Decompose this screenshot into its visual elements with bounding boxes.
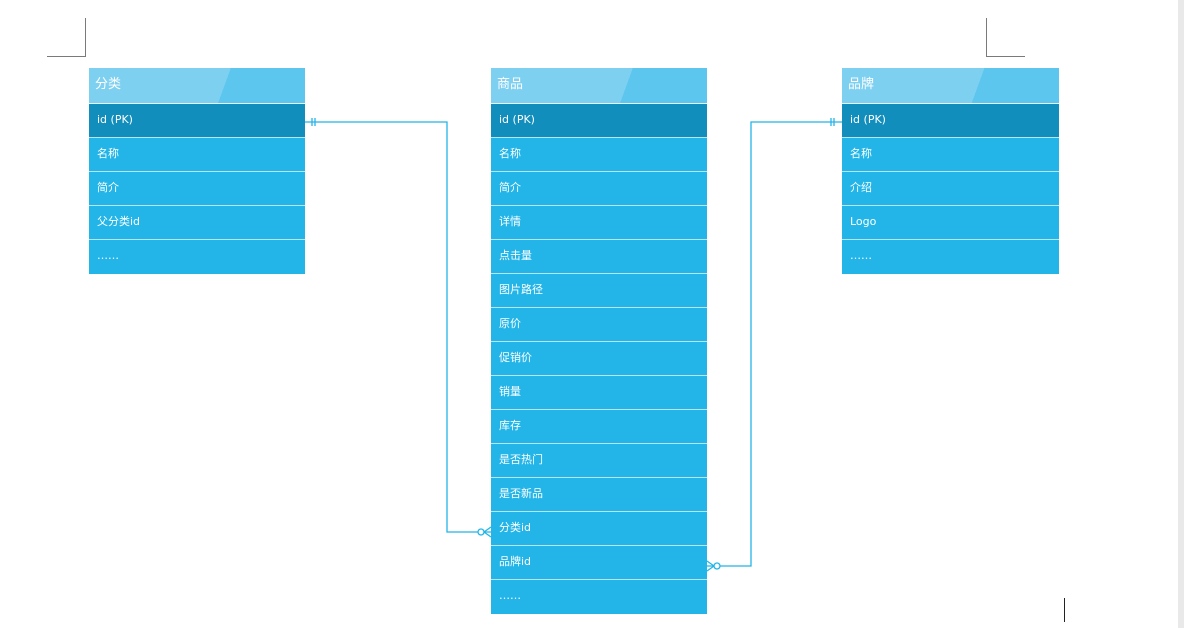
primary-key-field: id (PK) <box>89 104 305 138</box>
primary-key-field: id (PK) <box>842 104 1059 138</box>
entity-field: 是否热门 <box>491 444 707 478</box>
entity-field: 是否新品 <box>491 478 707 512</box>
entity-field: 详情 <box>491 206 707 240</box>
entity-field: 父分类id <box>89 206 305 240</box>
entity-field: Logo <box>842 206 1059 240</box>
entity-title: 品牌 <box>842 68 1059 104</box>
page-edge <box>1178 0 1184 628</box>
entity-field: 名称 <box>842 138 1059 172</box>
crow-foot-marker <box>483 526 492 538</box>
entity-field: 分类id <box>491 512 707 546</box>
zero-marker <box>477 528 485 536</box>
entity-title: 分类 <box>89 68 305 104</box>
entity-field: 简介 <box>89 172 305 206</box>
crow-foot-marker <box>706 560 715 572</box>
entity-field: …… <box>842 240 1059 274</box>
connector-category-product <box>305 118 492 538</box>
entity-field: 原价 <box>491 308 707 342</box>
entity-field: …… <box>89 240 305 274</box>
entity-category[interactable]: 分类 id (PK)名称简介父分类id…… <box>89 68 305 274</box>
page-margin-mark-right <box>986 18 1025 57</box>
primary-key-field: id (PK) <box>491 104 707 138</box>
page-margin-mark-left <box>47 18 86 57</box>
entity-field: 库存 <box>491 410 707 444</box>
entity-field: 简介 <box>491 172 707 206</box>
entity-field: 销量 <box>491 376 707 410</box>
zero-marker <box>713 562 721 570</box>
entity-field: 介绍 <box>842 172 1059 206</box>
entity-field: 点击量 <box>491 240 707 274</box>
connector-brand-product <box>706 118 842 572</box>
entity-field: …… <box>491 580 707 614</box>
entity-field: 名称 <box>491 138 707 172</box>
entity-field: 促销价 <box>491 342 707 376</box>
entity-title: 商品 <box>491 68 707 104</box>
entity-field: 图片路径 <box>491 274 707 308</box>
entity-field: 品牌id <box>491 546 707 580</box>
entity-field: 名称 <box>89 138 305 172</box>
entity-product[interactable]: 商品 id (PK)名称简介详情点击量图片路径原价促销价销量库存是否热门是否新品… <box>491 68 707 614</box>
text-cursor <box>1064 598 1065 622</box>
